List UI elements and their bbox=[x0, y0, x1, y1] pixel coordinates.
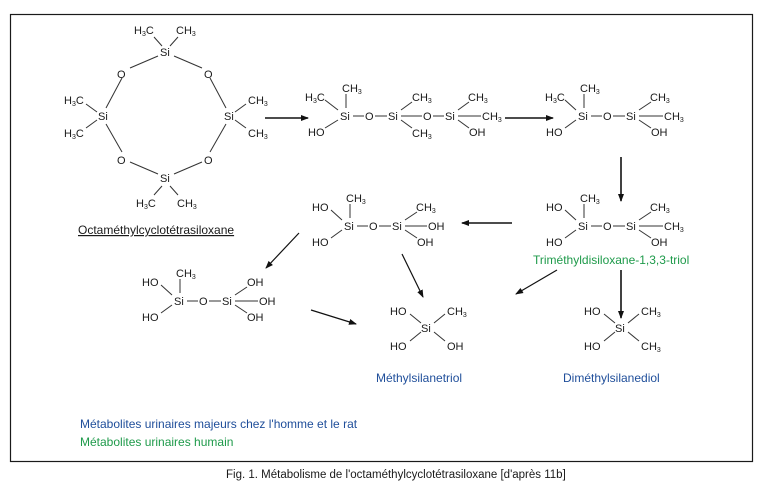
methyl-ch3: CH3 bbox=[412, 128, 432, 141]
group-ho: HO bbox=[546, 237, 563, 249]
methyl-ch3: CH3 bbox=[641, 341, 661, 354]
group-ho: HO bbox=[546, 202, 563, 214]
methyl-ch3: CH3 bbox=[346, 193, 366, 206]
atom-si: Si bbox=[421, 323, 431, 335]
atom-si: Si bbox=[224, 111, 234, 123]
compound-disiloxane-diol: H3C CH3 HO Si O Si CH3 CH3 OH bbox=[545, 83, 684, 139]
atom-si: Si bbox=[160, 47, 170, 59]
methyl-ch3: CH3 bbox=[248, 128, 268, 141]
group-ho: HO bbox=[584, 341, 601, 353]
atom-o: O bbox=[369, 221, 378, 233]
atom-si: Si bbox=[388, 111, 398, 123]
group-oh: OH bbox=[428, 221, 445, 233]
atom-si: Si bbox=[578, 221, 588, 233]
methyl-ch3: CH3 bbox=[482, 111, 502, 124]
methyl-h3c: H3C bbox=[305, 92, 325, 105]
compound-tetraol: HO CH3 HO Si O Si CH3 OH OH bbox=[312, 193, 445, 249]
compound-methylsilanetriol: HO CH3 Si HO OH Méthylsilanetriol bbox=[376, 306, 467, 385]
atom-si: Si bbox=[445, 111, 455, 123]
atom-o: O bbox=[117, 155, 126, 167]
methyl-ch3: CH3 bbox=[664, 111, 684, 124]
atom-si: Si bbox=[98, 111, 108, 123]
methyl-ch3: CH3 bbox=[580, 193, 600, 206]
group-ho: HO bbox=[312, 202, 329, 214]
atom-si: Si bbox=[626, 221, 636, 233]
methyl-ch3: CH3 bbox=[447, 306, 467, 319]
arrow-tetraol-to-pentaol bbox=[265, 232, 300, 269]
atom-o: O bbox=[204, 155, 213, 167]
compound-d4: Si O O Si Si O O Si H3C CH3 H3C H3C CH3 … bbox=[64, 25, 268, 237]
methyl-ch3: CH3 bbox=[580, 83, 600, 96]
methyl-h3c: H3C bbox=[134, 25, 154, 38]
compound-triol: HO CH3 HO Si O Si CH3 CH3 OH Triméthyldi… bbox=[533, 193, 689, 267]
group-ho: HO bbox=[390, 306, 407, 318]
methyl-ch3: CH3 bbox=[176, 25, 196, 38]
methyl-ch3: CH3 bbox=[248, 95, 268, 108]
methyl-ch3: CH3 bbox=[177, 198, 197, 211]
legend-major-metabolites: Métabolites urinaires majeurs chez l'hom… bbox=[80, 417, 358, 431]
arrow-triol-to-methylsilanetriol bbox=[515, 269, 558, 295]
methyl-ch3: CH3 bbox=[641, 306, 661, 319]
methyl-ch3: CH3 bbox=[342, 83, 362, 96]
group-ho: HO bbox=[546, 127, 563, 139]
group-oh: OH bbox=[247, 312, 264, 324]
methyl-ch3: CH3 bbox=[650, 202, 670, 215]
methyl-h3c: H3C bbox=[64, 128, 84, 141]
figure-frame bbox=[9, 13, 754, 463]
group-oh: OH bbox=[469, 127, 486, 139]
atom-o: O bbox=[603, 111, 612, 123]
compound-label-dimethylsilanediol: Diméthylsilanediol bbox=[563, 371, 660, 385]
atom-o: O bbox=[603, 221, 612, 233]
atom-o: O bbox=[423, 111, 432, 123]
atom-si: Si bbox=[578, 111, 588, 123]
atom-si: Si bbox=[626, 111, 636, 123]
atom-o: O bbox=[204, 69, 213, 81]
group-oh: OH bbox=[247, 277, 264, 289]
atom-si: Si bbox=[344, 221, 354, 233]
group-ho: HO bbox=[142, 312, 159, 324]
methyl-ch3: CH3 bbox=[412, 92, 432, 105]
compound-trisiloxane: H3C CH3 HO Si O Si CH3 CH3 O Si CH3 CH3 … bbox=[305, 83, 502, 141]
atom-si: Si bbox=[340, 111, 350, 123]
compound-label-d4: Octaméthylcyclotétrasiloxane bbox=[78, 223, 234, 237]
arrow-tetraol-to-methylsilanetriol bbox=[401, 253, 424, 298]
methyl-ch3: CH3 bbox=[650, 92, 670, 105]
group-ho: HO bbox=[308, 127, 325, 139]
group-ho: HO bbox=[142, 277, 159, 289]
figure-caption: Fig. 1. Métabolisme de l'octaméthylcyclo… bbox=[226, 469, 566, 481]
methyl-h3c: H3C bbox=[545, 92, 565, 105]
compound-label-triol: Triméthyldisiloxane-1,3,3-triol bbox=[533, 253, 689, 267]
group-oh: OH bbox=[447, 341, 464, 353]
legend-human-metabolites: Métabolites urinaires humain bbox=[80, 435, 233, 449]
group-oh: OH bbox=[651, 127, 668, 139]
atom-o: O bbox=[117, 69, 126, 81]
compound-dimethylsilanediol: HO CH3 Si HO CH3 Diméthylsilanediol bbox=[563, 306, 661, 385]
compound-label-methylsilanetriol: Méthylsilanetriol bbox=[376, 371, 462, 385]
atom-o: O bbox=[199, 296, 208, 308]
atom-si: Si bbox=[174, 296, 184, 308]
methyl-h3c: H3C bbox=[64, 95, 84, 108]
atom-si: Si bbox=[392, 221, 402, 233]
methyl-h3c: H3C bbox=[136, 198, 156, 211]
methyl-ch3: CH3 bbox=[416, 202, 436, 215]
atom-si: Si bbox=[222, 296, 232, 308]
methyl-ch3: CH3 bbox=[176, 268, 196, 281]
group-ho: HO bbox=[390, 341, 407, 353]
atom-si: Si bbox=[615, 323, 625, 335]
group-oh: OH bbox=[259, 296, 276, 308]
arrow-pentaol-to-methylsilanetriol bbox=[310, 309, 357, 325]
group-oh: OH bbox=[417, 237, 434, 249]
group-ho: HO bbox=[312, 237, 329, 249]
compound-pentaol: HO CH3 HO Si O Si OH OH OH bbox=[142, 268, 276, 324]
methyl-ch3: CH3 bbox=[664, 221, 684, 234]
atom-o: O bbox=[365, 111, 374, 123]
group-ho: HO bbox=[584, 306, 601, 318]
group-oh: OH bbox=[651, 237, 668, 249]
atom-si: Si bbox=[160, 173, 170, 185]
methyl-ch3: CH3 bbox=[468, 92, 488, 105]
